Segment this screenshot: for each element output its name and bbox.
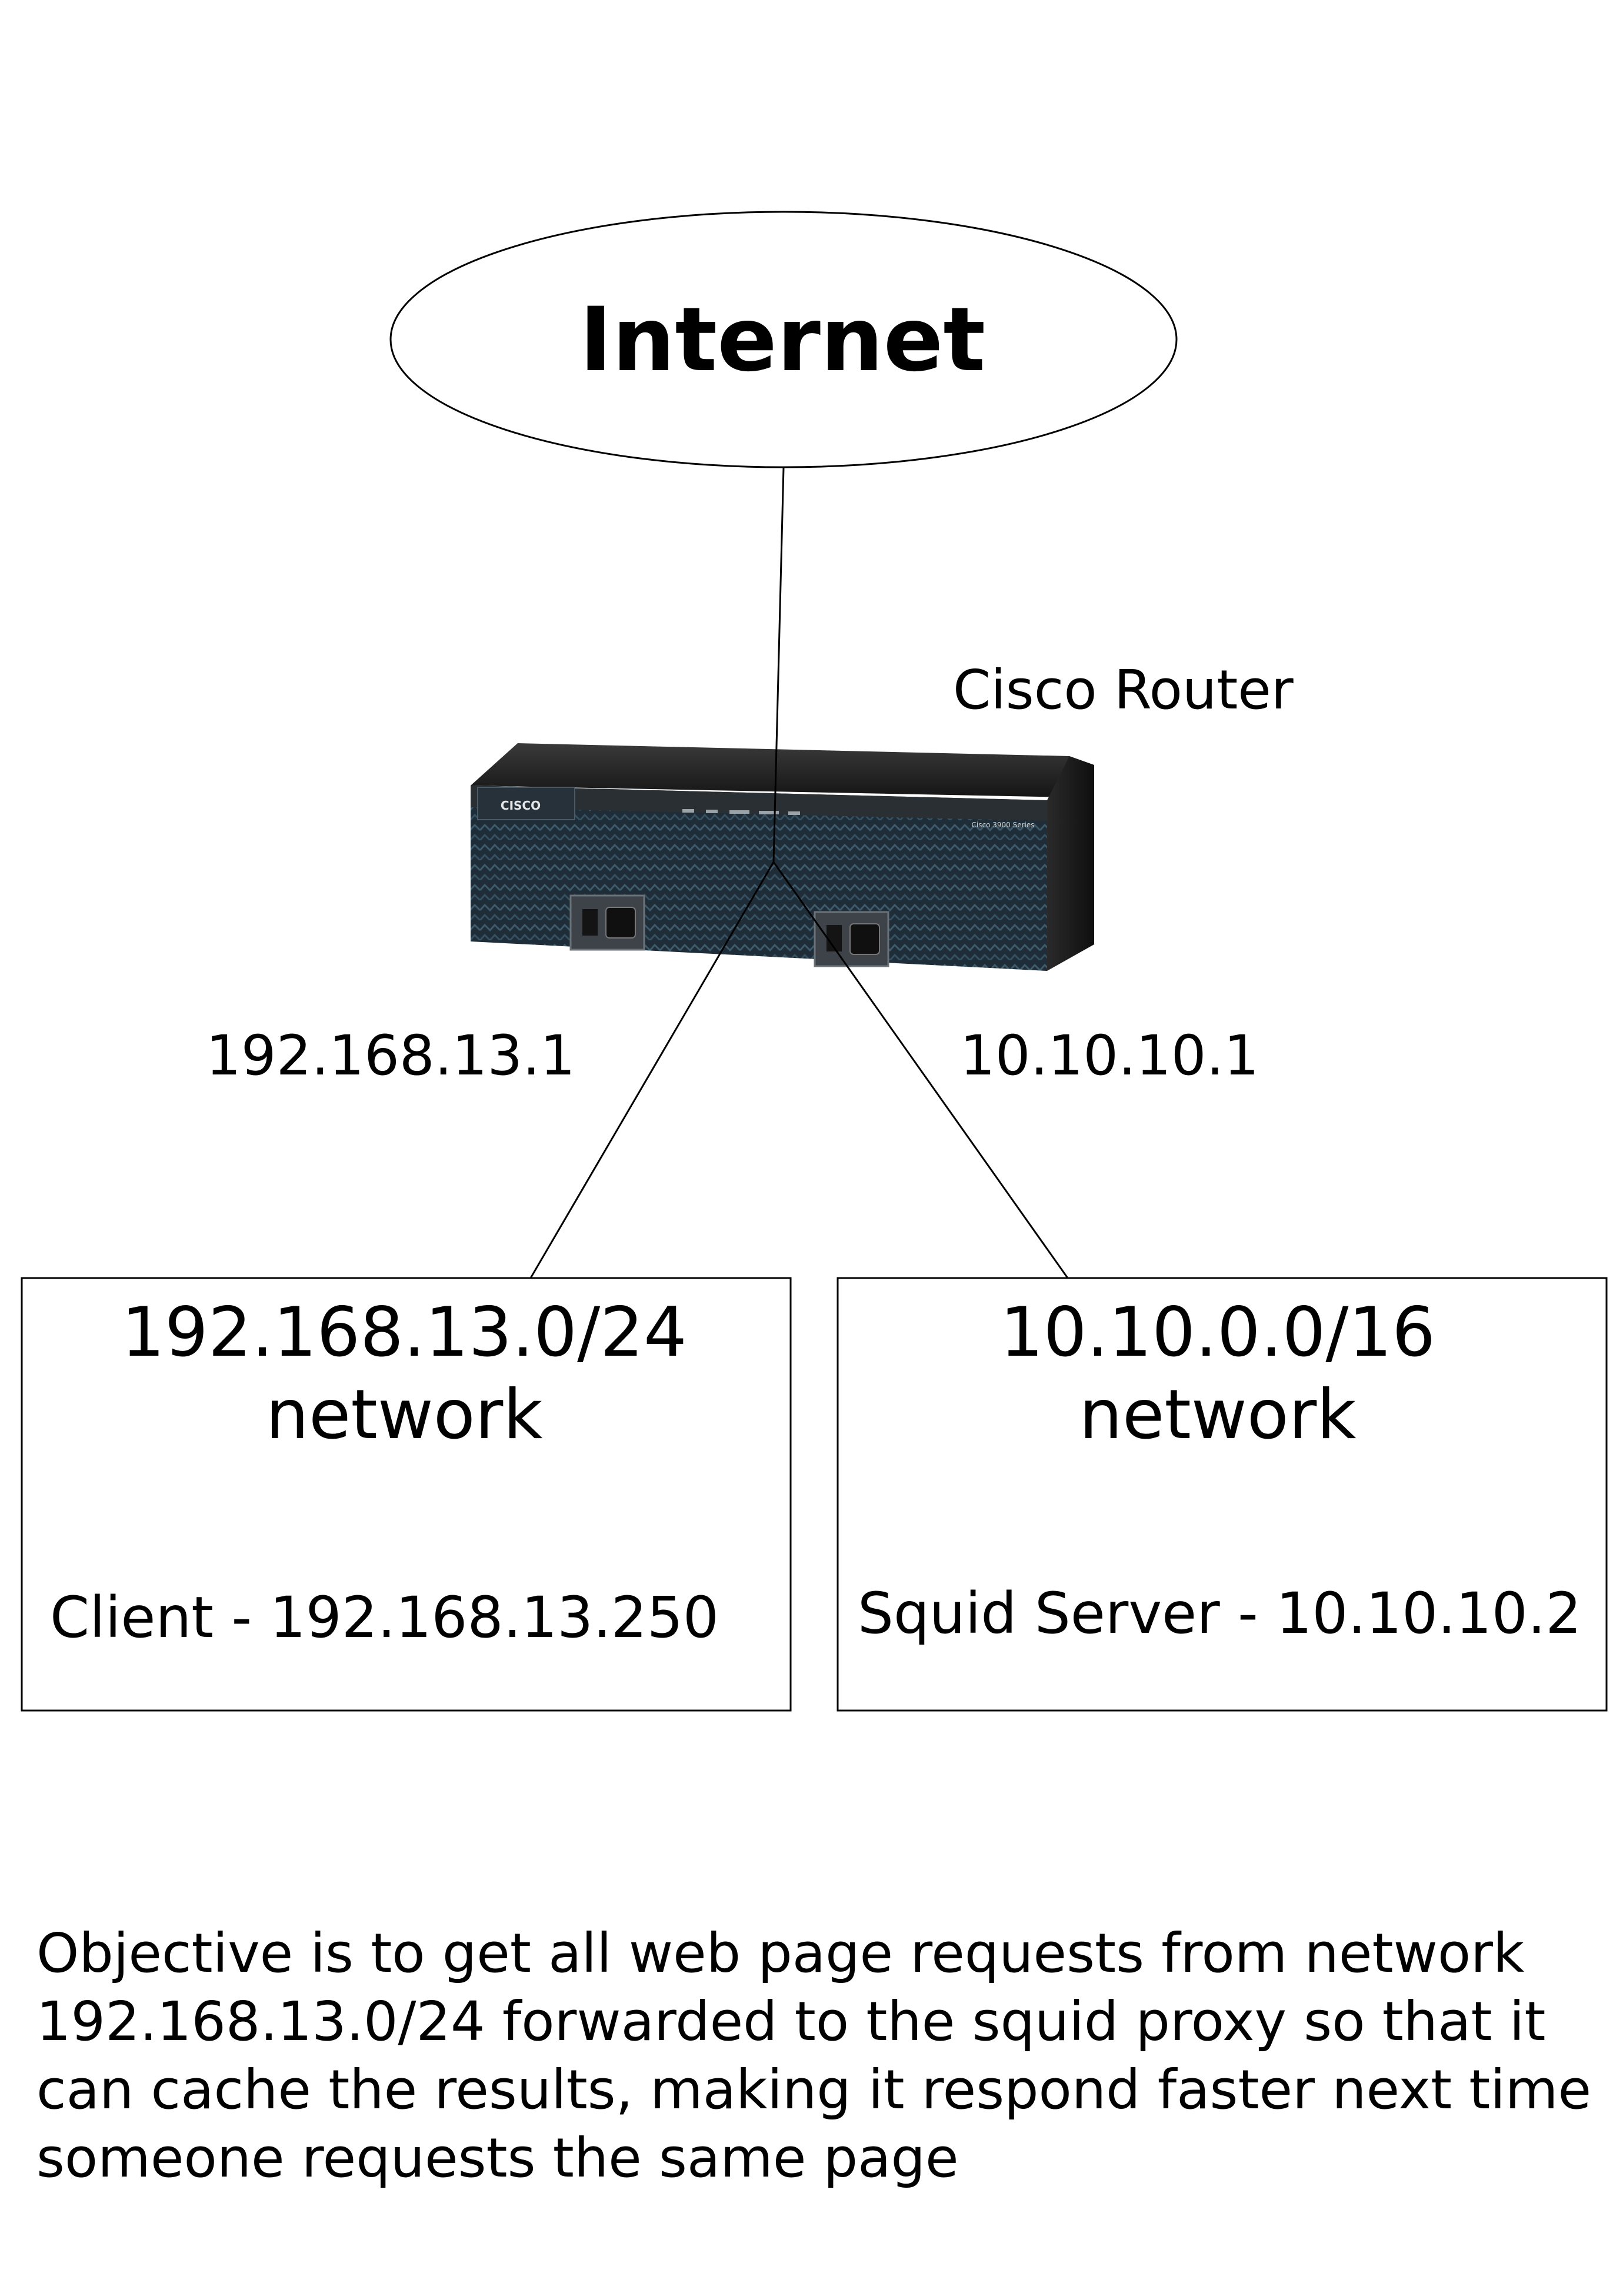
- client-host-label: Client - 192.168.13.250: [50, 1585, 719, 1651]
- internet-label: Internet: [579, 289, 986, 391]
- objective-line: can cache the results, making it respond…: [36, 2058, 1592, 2121]
- router-name-label: Cisco Router: [953, 658, 1294, 721]
- lan-network-word: network: [265, 1375, 543, 1455]
- objective-paragraph: Objective is to get all web page request…: [36, 1919, 1613, 2192]
- squid-server-host-label: Squid Server - 10.10.10.2: [858, 1580, 1582, 1646]
- router-interface-lan-ip: 192.168.13.1: [206, 1024, 575, 1088]
- objective-line: Objective is to get all web page request…: [36, 1922, 1525, 1985]
- router-series-text: Cisco 3900 Series: [972, 821, 1035, 829]
- server-network-word: network: [1079, 1375, 1357, 1455]
- objective-line: 192.168.13.0/24 forwarded to the squid p…: [36, 1990, 1546, 2053]
- network-box-lan: [21, 1277, 792, 1712]
- router-interface-server-ip: 10.10.10.1: [960, 1024, 1259, 1088]
- link-internet-router: [772, 467, 785, 863]
- server-subnet-label: 10.10.0.0/16: [999, 1293, 1436, 1372]
- objective-line: someone requests the same page: [36, 2127, 959, 2189]
- router-image: CISCO Cisco 3900 Series: [471, 743, 1094, 971]
- internet-cloud: [389, 211, 1178, 468]
- link-router-lan: [529, 861, 775, 1279]
- router-brand-text: CISCO: [501, 798, 541, 813]
- link-router-server-net: [772, 861, 1069, 1279]
- network-box-server: [837, 1277, 1608, 1712]
- lan-subnet-label: 192.168.13.0/24: [121, 1293, 687, 1372]
